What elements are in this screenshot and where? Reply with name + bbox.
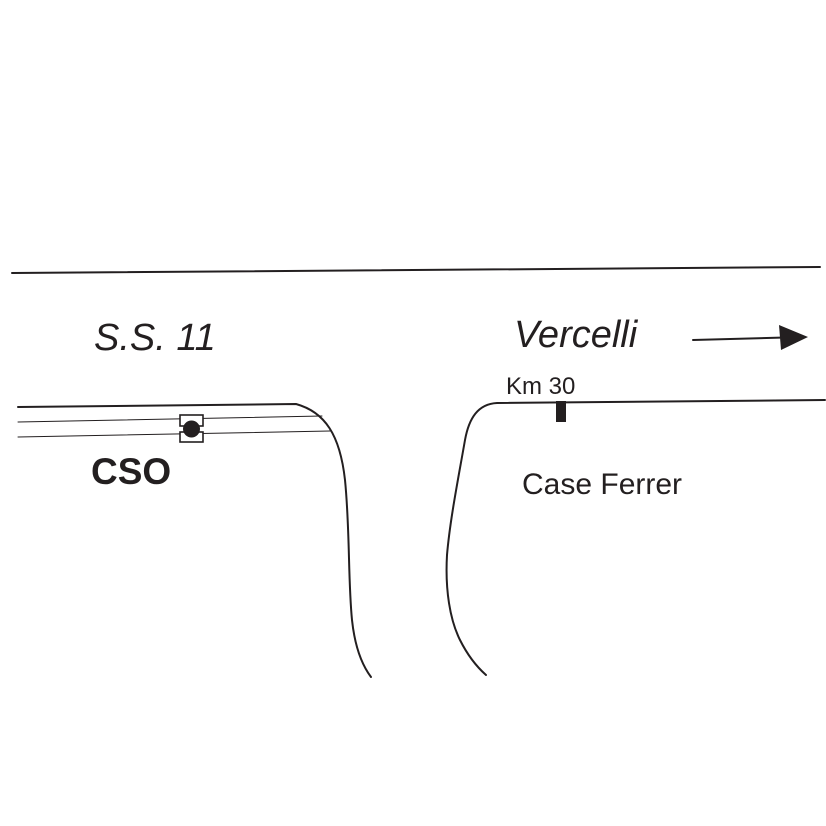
arrow-right-icon — [692, 325, 808, 350]
km-marker-label: Km 30 — [506, 373, 575, 400]
km-marker-post — [556, 401, 566, 422]
place-label: Case Ferrer — [522, 468, 682, 501]
track-line-lower — [17, 430, 331, 438]
track-line-upper — [17, 415, 323, 423]
road-right-edge — [445, 399, 826, 676]
road-top-edge — [11, 266, 821, 274]
station-label: CSO — [91, 451, 171, 492]
destination-label: Vercelli — [514, 314, 639, 356]
road-left-edge — [17, 403, 372, 678]
road-name-label: S.S. 11 — [94, 317, 216, 359]
station-marker-icon — [179, 414, 204, 443]
